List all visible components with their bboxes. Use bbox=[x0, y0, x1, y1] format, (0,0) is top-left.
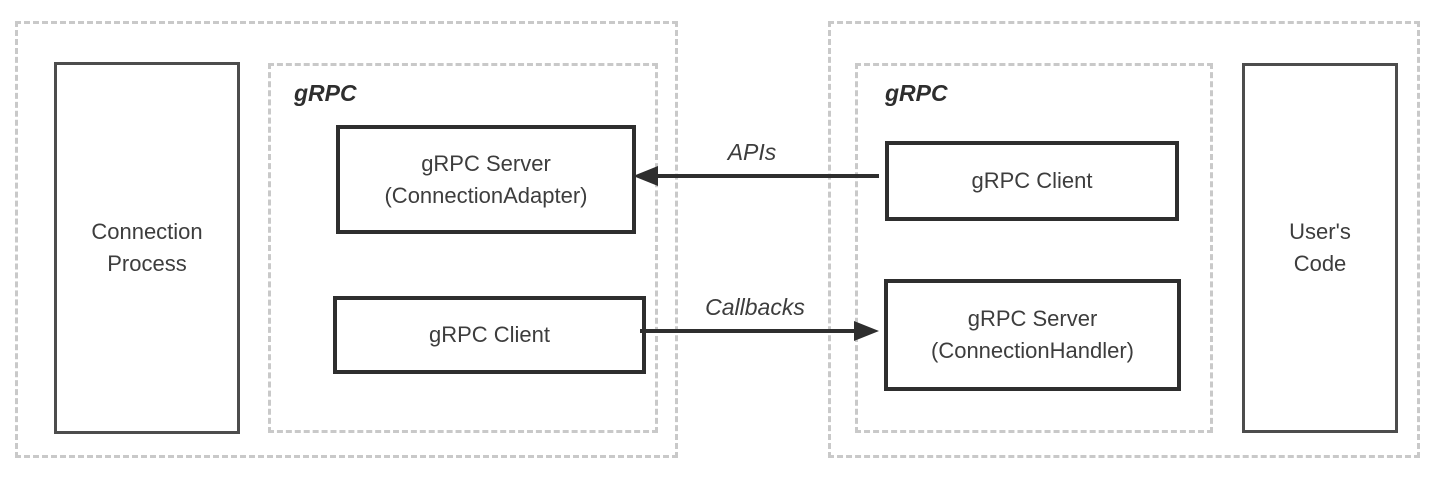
callbacks-arrow bbox=[640, 321, 879, 341]
grpc-server-connection-adapter-box: gRPC Server (ConnectionAdapter) bbox=[336, 125, 636, 234]
right-user-code-group: gRPC gRPC Client gRPC Server (Connection… bbox=[828, 21, 1420, 458]
left-grpc-client-label: gRPC Client bbox=[428, 322, 551, 347]
left-grpc-container: gRPC gRPC Server (ConnectionAdapter) gRP… bbox=[268, 63, 658, 433]
grpc-server-connection-adapter-label: gRPC Server (ConnectionAdapter) bbox=[384, 150, 588, 208]
users-code-label: User's Code bbox=[1289, 219, 1351, 276]
left-grpc-label: gRPC bbox=[294, 80, 357, 106]
grpc-server-connection-handler-box: gRPC Server (ConnectionHandler) bbox=[884, 279, 1181, 391]
users-code-box: User's Code bbox=[1242, 63, 1398, 433]
right-grpc-client-label: gRPC Client bbox=[971, 168, 1093, 193]
connection-process-label: Connection Process bbox=[91, 219, 203, 276]
connection-process-box: Connection Process bbox=[54, 62, 240, 434]
left-process-group: Connection Process gRPC gRPC Server (Con… bbox=[15, 21, 678, 458]
callbacks-arrow-label: Callbacks bbox=[705, 294, 805, 320]
left-grpc-client-box: gRPC Client bbox=[333, 296, 646, 374]
right-grpc-container: gRPC gRPC Client gRPC Server (Connection… bbox=[855, 63, 1213, 433]
apis-arrow-label: APIs bbox=[727, 139, 777, 165]
grpc-server-connection-handler-label: gRPC Server (ConnectionHandler) bbox=[931, 306, 1134, 363]
apis-arrow bbox=[633, 166, 879, 186]
right-grpc-client-box: gRPC Client bbox=[885, 141, 1179, 221]
right-grpc-label: gRPC bbox=[885, 80, 948, 106]
